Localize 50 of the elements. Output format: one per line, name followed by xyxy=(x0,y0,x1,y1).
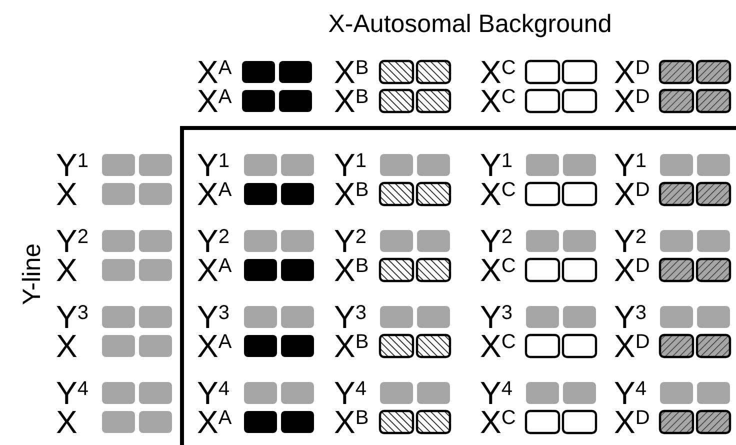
genotype-label: X$^{B}$ xyxy=(334,408,369,442)
genotype-label: Y$^{3}$ xyxy=(614,303,646,335)
genotype-label: Y$^{4}$ xyxy=(480,379,512,411)
genotype-label: Y$^{4}$ xyxy=(197,379,230,411)
genotype-label: X xyxy=(56,256,78,285)
genotype-label: Y$^{4}$ xyxy=(334,379,366,411)
genotype-label: Y$^{4}$ xyxy=(614,379,646,411)
genotype-label: X$^{C}$ xyxy=(480,180,516,214)
genotype-label: X$^{D}$ xyxy=(614,332,650,366)
genotype-label: X$^{B}$ xyxy=(334,58,369,90)
genotype-label: X$^{D}$ xyxy=(614,180,650,214)
genotype-label: X xyxy=(56,180,78,209)
genotype-label: Y$^{1}$ xyxy=(56,151,88,183)
genotype-label: X$^{A}$ xyxy=(197,408,232,442)
genotype-label: X$^{C}$ xyxy=(480,87,516,121)
genotype-label: X$^{A}$ xyxy=(197,180,232,214)
genotype-label: X$^{A}$ xyxy=(197,332,232,366)
genotype-label: X$^{C}$ xyxy=(480,58,516,90)
genotype-label: Y$^{3}$ xyxy=(334,303,366,335)
axis-label: Y-line xyxy=(18,243,47,305)
genotype-label: Y$^{4}$ xyxy=(56,379,88,411)
genotype-label: X$^{D}$ xyxy=(614,408,650,442)
heading: X-Autosomal Background xyxy=(327,10,613,39)
genotype-label: X xyxy=(56,408,78,437)
genotype-label: Y$^{3}$ xyxy=(56,303,88,335)
genotype-label: Y$^{3}$ xyxy=(480,303,512,335)
genotype-label: Y$^{2}$ xyxy=(480,227,512,259)
genotype-label: Y$^{1}$ xyxy=(614,151,646,183)
genotype-label: Y$^{1}$ xyxy=(480,151,512,183)
genotype-label: X$^{B}$ xyxy=(334,180,369,214)
genotype-label: X$^{A}$ xyxy=(197,87,232,121)
genotype-label: X$^{D}$ xyxy=(614,87,650,121)
genotype-label: X$^{D}$ xyxy=(614,58,650,90)
genotype-label: Y$^{2}$ xyxy=(614,227,646,259)
genotype-label: Y$^{3}$ xyxy=(197,303,230,335)
genotype-label: Y$^{2}$ xyxy=(334,227,366,259)
genotype-label: X$^{B}$ xyxy=(334,87,369,121)
genotype-label: X$^{D}$ xyxy=(614,256,650,290)
genotype-label: X xyxy=(56,332,78,361)
genotype-label: X$^{A}$ xyxy=(197,58,232,90)
genotype-label: X$^{C}$ xyxy=(480,408,516,442)
genotype-label: X$^{C}$ xyxy=(480,256,516,290)
genotype-label: Y$^{2}$ xyxy=(197,227,230,259)
genotype-label: Y$^{1}$ xyxy=(334,151,366,183)
genotype-label: Y$^{1}$ xyxy=(197,151,230,183)
genotype-label: X$^{A}$ xyxy=(197,256,232,290)
genotype-label: X$^{B}$ xyxy=(334,332,369,366)
genotype-label: X$^{C}$ xyxy=(480,332,516,366)
genotype-label: Y$^{2}$ xyxy=(56,227,88,259)
genotype-label: X$^{B}$ xyxy=(334,256,369,290)
